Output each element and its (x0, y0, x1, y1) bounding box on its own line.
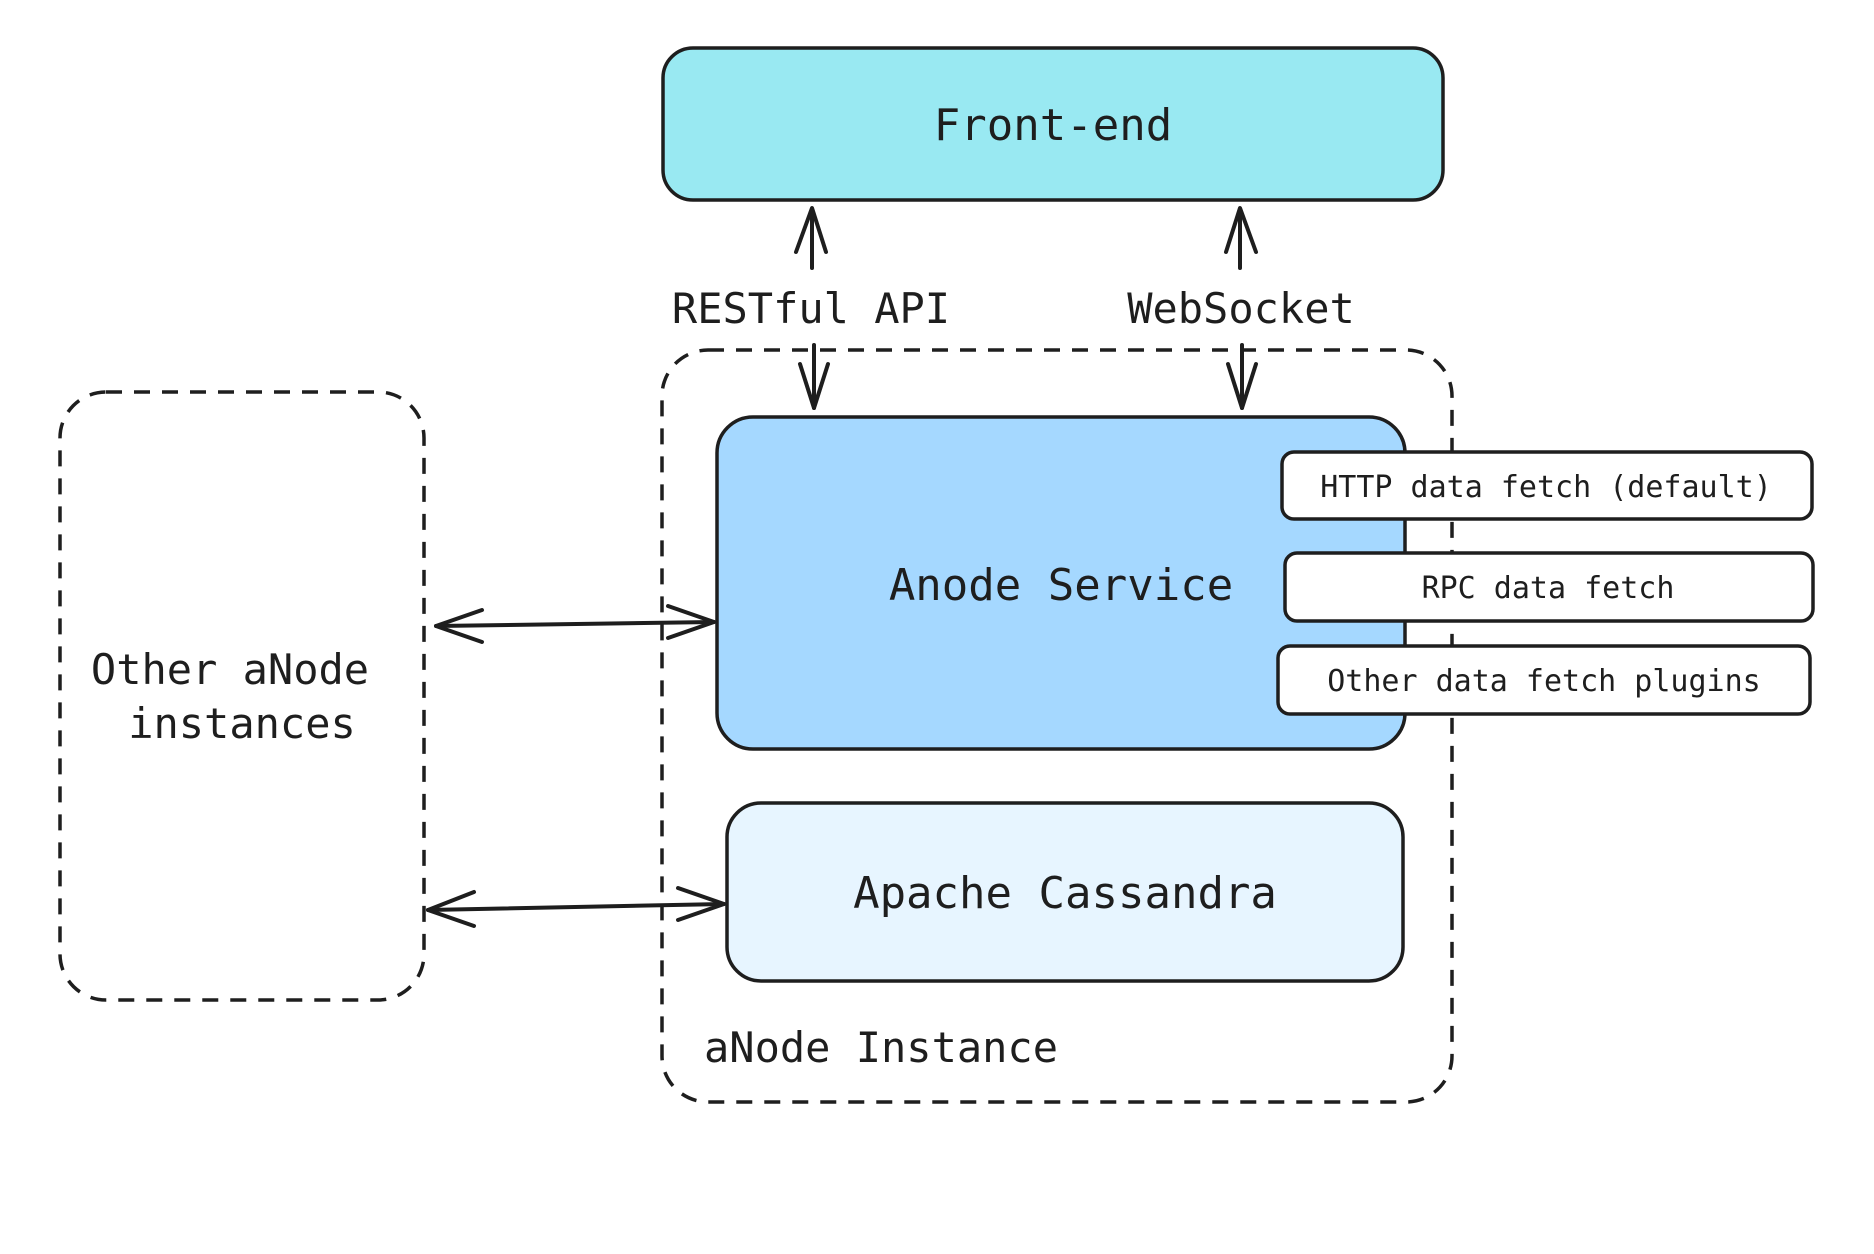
peer-cassandra-left-arrowhead (426, 890, 476, 928)
other-instances-label-line1: Other aNode (91, 645, 369, 694)
peer-cassandra-edge (426, 886, 726, 928)
restful-up-arrowhead (794, 206, 828, 254)
peer-service-line (434, 620, 716, 628)
cassandra-node: Apache Cassandra (725, 801, 1405, 983)
anode-service-label: Anode Service (889, 560, 1233, 611)
anode-instance-label: aNode Instance (704, 1023, 1058, 1072)
peer-service-right-arrowhead (666, 604, 716, 640)
websocket-up-arrowhead (1224, 206, 1258, 254)
cassandra-label: Apache Cassandra (853, 868, 1277, 919)
restful-api-label: RESTful API (672, 284, 950, 333)
other-instances-label-line2: instances (128, 699, 356, 748)
plugin-http-box (1280, 450, 1814, 521)
plugin-http-label: HTTP data fetch (default) (1320, 470, 1772, 505)
plugin-rpc-box (1283, 551, 1815, 623)
plugin-other-box (1276, 644, 1812, 716)
peer-service-left-arrowhead (434, 608, 484, 644)
websocket-edge: WebSocket (1127, 206, 1355, 410)
cassandra-box (725, 801, 1405, 983)
restful-api-edge: RESTful API (672, 206, 950, 410)
peer-cassandra-line (426, 902, 726, 912)
peer-cassandra-right-arrowhead (676, 886, 726, 922)
peer-service-edge (434, 604, 716, 644)
other-anode-instances-group: Other aNode instances (58, 390, 426, 1002)
websocket-down-arrowhead (1226, 362, 1258, 410)
frontend-box (661, 46, 1445, 202)
plugin-other-node: Other data fetch plugins (1276, 644, 1812, 716)
anode-service-node: Anode Service (715, 415, 1407, 751)
restful-down-arrowhead (798, 362, 830, 410)
frontend-node: Front-end (661, 46, 1445, 202)
other-instances-boundary (58, 390, 426, 1002)
plugin-rpc-label: RPC data fetch (1422, 571, 1675, 606)
plugin-other-label: Other data fetch plugins (1327, 664, 1760, 699)
frontend-label: Front-end (934, 100, 1172, 151)
plugin-http-node: HTTP data fetch (default) (1280, 450, 1814, 521)
plugin-rpc-node: RPC data fetch (1283, 551, 1815, 623)
websocket-label: WebSocket (1127, 284, 1355, 333)
anode-instance-group: aNode Instance (660, 348, 1454, 1104)
anode-instance-boundary (660, 348, 1454, 1104)
